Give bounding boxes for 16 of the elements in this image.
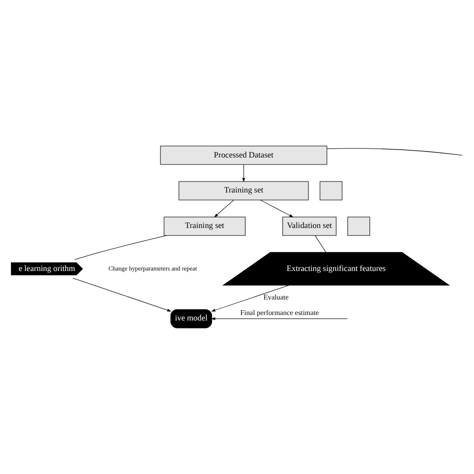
arrow bbox=[211, 285, 289, 312]
node-box: Processed Dataset bbox=[160, 146, 328, 165]
connector bbox=[326, 148, 463, 156]
connector bbox=[74, 235, 167, 260]
node-box: Training set bbox=[164, 216, 246, 236]
node-box: ive model bbox=[170, 309, 212, 328]
connector bbox=[314, 235, 326, 253]
node-box: Validation set bbox=[282, 216, 336, 236]
arrow bbox=[211, 317, 348, 320]
node-box bbox=[347, 216, 370, 236]
arrow bbox=[260, 200, 294, 218]
node-box: Training set bbox=[178, 181, 309, 200]
node-box bbox=[320, 181, 342, 200]
arrow bbox=[242, 164, 246, 182]
arrow bbox=[72, 278, 172, 312]
arrow bbox=[214, 200, 234, 218]
